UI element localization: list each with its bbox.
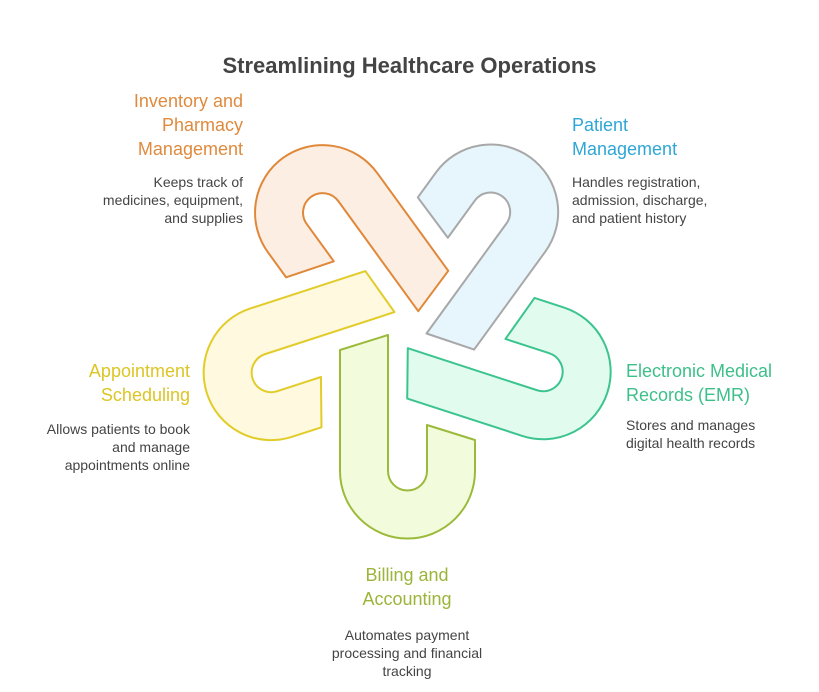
patient-desc: Handles registration,admission, discharg… xyxy=(572,174,708,226)
page-title: Streamlining Healthcare Operations xyxy=(222,53,597,78)
